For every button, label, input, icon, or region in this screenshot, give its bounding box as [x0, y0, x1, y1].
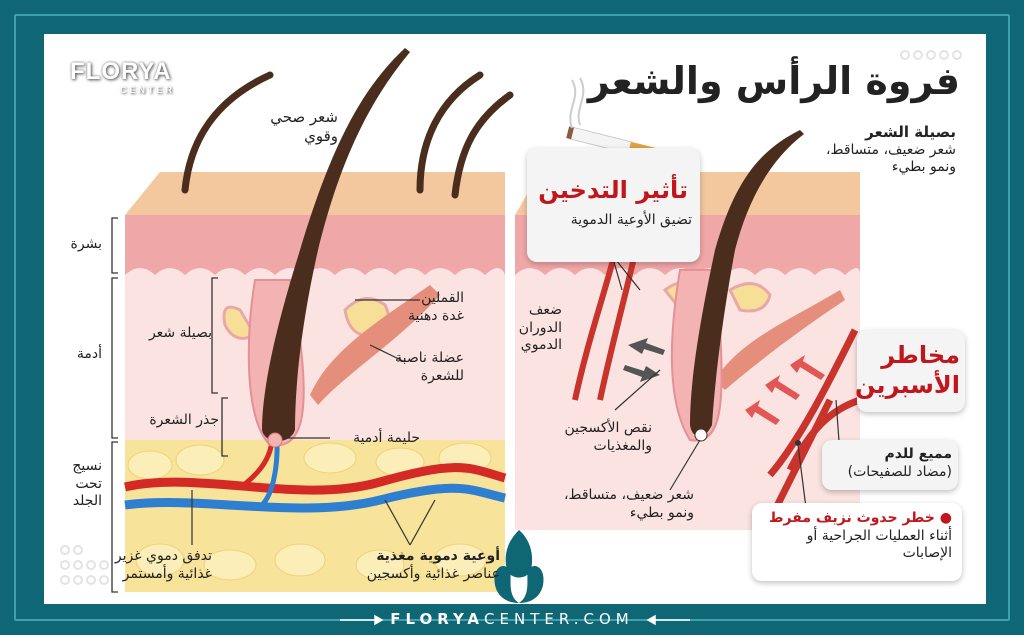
- bullet-icon: ●: [934, 510, 952, 526]
- florya-logo-sub: CENTER: [120, 85, 176, 95]
- skin-surface: [125, 172, 505, 215]
- leader-lines: [191, 299, 436, 546]
- hair: [181, 71, 274, 194]
- aspirin-risks-card: [857, 330, 965, 412]
- main-hair-shaft: [262, 48, 410, 442]
- bleeding-risk-card: [752, 503, 962, 581]
- footer-url[interactable]: FLORYACENTER.COM: [0, 604, 1024, 635]
- artery: [124, 463, 507, 495]
- florya-logo: FLORYA: [70, 58, 172, 85]
- label-hair-follicle: بصيلة شعر: [148, 325, 212, 341]
- hair: [416, 71, 484, 194]
- florya-leaf-logo: [494, 530, 544, 603]
- hair: [451, 91, 514, 199]
- arrector-muscle: [310, 285, 440, 405]
- dermal-papilla: [267, 432, 283, 448]
- layer-brackets: [111, 217, 228, 593]
- label-epidermis: بشرة: [70, 236, 102, 252]
- main-title: فروة الرأس والشعر: [587, 59, 960, 103]
- smoking-effect-card: [527, 148, 700, 262]
- blood-thinner-card: [822, 440, 958, 490]
- smoke-icon: [569, 77, 585, 129]
- smoking-title: تأثير التدخين: [538, 176, 688, 204]
- dots-decoration: [60, 50, 962, 585]
- healthy-skin-section: [111, 48, 514, 593]
- label-dermis: أدمة: [76, 346, 102, 362]
- blood-thinner-text: مميع للدم(مضاد للصفيحات): [847, 446, 952, 480]
- vein: [124, 483, 507, 513]
- label-dermal-papilla: حليمة أدمية: [353, 430, 420, 446]
- bleeding-arrows-icon: [745, 355, 825, 425]
- smoking-sub: تضيق الأوعية الدموية: [570, 212, 692, 228]
- label-hair-root: جذر الشعرة: [149, 412, 219, 428]
- footer-arrows: [340, 614, 690, 626]
- frame-border: [14, 14, 1010, 621]
- footer-url-rest: CENTER.COM: [484, 610, 634, 628]
- label-weak-hair: شعر ضعيف، متساقط،ونمو بطيء: [564, 487, 694, 521]
- footer-url-bold: FLORYA: [390, 610, 485, 628]
